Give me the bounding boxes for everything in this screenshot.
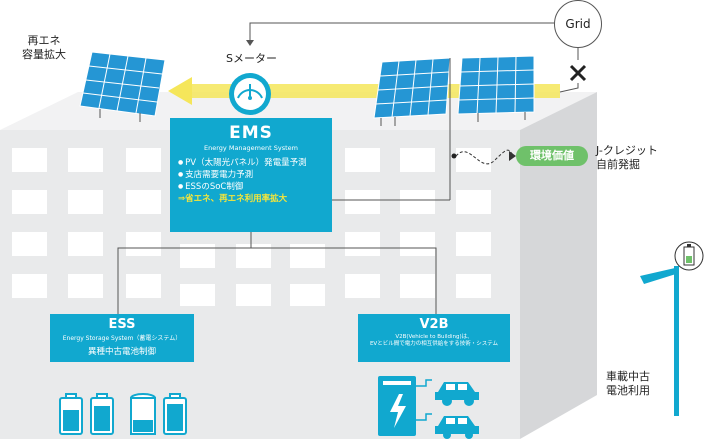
smart-meter-icon xyxy=(229,73,271,115)
solar-panel-right-1 xyxy=(373,57,451,119)
v2b-panel: V2B V2B(Vehicle to Building)は、 EVとビル間で電力… xyxy=(358,314,510,362)
ess-title: ESS xyxy=(108,317,136,332)
ems-feature-item: 支店需要電力予測 xyxy=(178,169,332,181)
ev-car-icons xyxy=(416,379,479,439)
used-ev-battery-line-1: 車載中古 xyxy=(606,370,650,383)
street-lamp-icon xyxy=(640,241,704,416)
grid-node: Grid xyxy=(554,0,602,48)
ems-feature-item: ESSのSoC制御 xyxy=(178,181,332,193)
jcredit-line-1: J-クレジット xyxy=(596,144,658,157)
jcredit-label: J-クレジット 自前発掘 xyxy=(596,144,658,172)
ess-subtitle: Energy Storage System（蓄電システム） xyxy=(62,335,182,342)
building-side-face xyxy=(520,92,597,439)
v2b-title: V2B xyxy=(419,317,449,332)
environmental-value-badge: 環境価値 xyxy=(516,146,588,166)
ems-feature-item: PV（太陽光パネル）発電量予測 xyxy=(178,157,332,169)
used-ev-battery-line-2: 電池利用 xyxy=(606,384,650,397)
solar-panel-left xyxy=(79,51,166,117)
grid-connection-lines xyxy=(117,22,579,314)
ems-title: EMS xyxy=(229,123,273,143)
grid-disconnect-icon xyxy=(569,64,587,82)
ess-body: 異種中古電池制御 xyxy=(87,347,156,357)
ems-subtitle: Energy Management System xyxy=(204,144,298,152)
renewable-expansion-line-2: 容量拡大 xyxy=(22,48,66,61)
ems-panel: EMS Energy Management System PV（太陽光パネル）発… xyxy=(170,118,332,232)
building xyxy=(0,92,597,439)
renewable-expansion-line-1: 再エネ xyxy=(27,34,61,47)
solar-panel-right-2 xyxy=(457,55,535,115)
ess-panel: ESS Energy Storage System（蓄電システム） 異種中古電池… xyxy=(50,314,194,362)
renewable-expansion-label: 再エネ 容量拡大 xyxy=(22,34,66,62)
battery-icons xyxy=(59,393,187,435)
ems-feature-list: PV（太陽光パネル）発電量予測 支店需要電力予測 ESSのSoC制御 xyxy=(178,157,332,193)
v2b-charger-icon xyxy=(378,376,416,436)
panel-stands xyxy=(99,109,526,126)
ems-highlight: ⇒省エネ、再エネ利用率拡大 xyxy=(178,194,288,204)
jcredit-line-2: 自前発掘 xyxy=(596,158,640,171)
v2b-subtitle-line-2: EVとビル間で電力の相互供給をする技術・システム xyxy=(369,341,499,347)
smart-meter-label: Sメーター xyxy=(226,52,277,65)
building-windows xyxy=(12,148,491,306)
v2b-subtitle-line-1: V2B(Vehicle to Building)は、 xyxy=(395,334,473,340)
used-ev-battery-label: 車載中古 電池利用 xyxy=(606,370,650,398)
credit-connector xyxy=(451,149,516,165)
